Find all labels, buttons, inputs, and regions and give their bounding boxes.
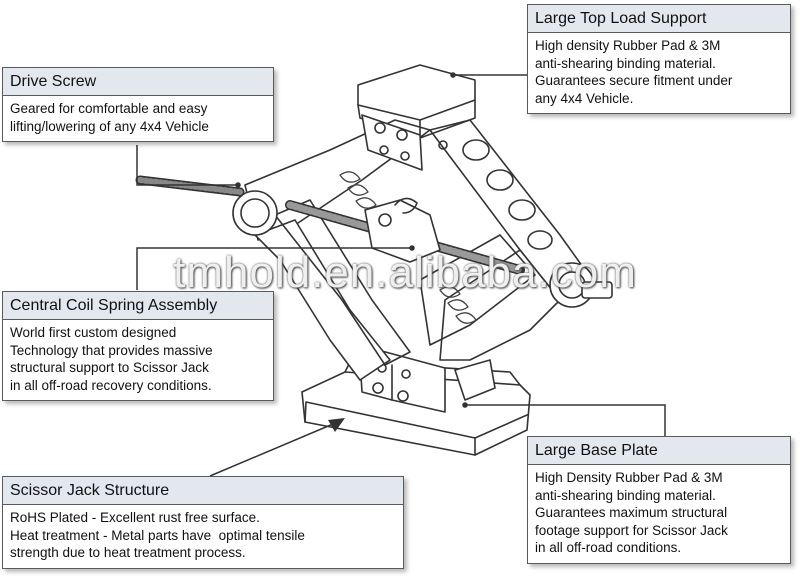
callout-line: RoHS Plated - Excellent rust free surfac…	[10, 510, 260, 525]
callout-drive-screw: Drive Screw Geared for comfortable and e…	[2, 67, 274, 142]
callout-title: Drive Screw	[3, 68, 273, 96]
callout-line: Geared for comfortable and easy	[10, 101, 208, 116]
callout-body: RoHS Plated - Excellent rust free surfac…	[3, 505, 403, 568]
callout-line: anti-shearing binding material.	[535, 55, 716, 71]
callout-line: Technology that provides massive	[10, 342, 213, 358]
coil-spring-drawing	[339, 171, 477, 324]
callout-line: any 4x4 Vehicle.	[535, 90, 634, 106]
callout-line: strength due to heat treatment process.	[10, 545, 246, 560]
callout-body: World first custom designed Technology t…	[3, 320, 273, 400]
callout-body: Geared for comfortable and easy lifting/…	[3, 96, 273, 141]
callout-line: lifting/lowering of any 4x4 Vehicle	[10, 118, 209, 134]
callout-line: Heat treatment - Metal parts have optima…	[10, 527, 305, 543]
callout-line: High density Rubber Pad & 3M	[535, 38, 721, 53]
callout-scissor-jack-structure: Scissor Jack Structure RoHS Plated - Exc…	[2, 476, 404, 569]
callout-line: World first custom designed	[10, 325, 177, 340]
callout-body: High density Rubber Pad & 3M anti-sheari…	[528, 33, 790, 113]
callout-line: in all off-road conditions.	[535, 540, 682, 555]
arrow-head-scissor	[328, 418, 345, 432]
watermark-text: tmhold.en.alibaba.com	[173, 248, 637, 297]
callout-line: structural support to Scissor Jack	[10, 360, 209, 375]
callout-line: Guarantees maximum structural	[535, 505, 728, 520]
callout-title: Large Base Plate	[528, 437, 790, 465]
callout-line: anti-shearing binding material.	[535, 487, 716, 503]
leader-coil-spring	[136, 247, 412, 290]
callout-title: Scissor Jack Structure	[3, 477, 403, 505]
leader-scissor	[209, 423, 334, 477]
leader-base-plate	[465, 404, 666, 436]
callout-title: Large Top Load Support	[528, 5, 790, 33]
callout-line: footage support for Scissor Jack	[535, 522, 728, 538]
callout-top-load-support: Large Top Load Support High density Rubb…	[527, 4, 791, 114]
callout-line: High Density Rubber Pad & 3M	[535, 470, 723, 485]
callout-title: Central Coil Spring Assembly	[3, 292, 273, 320]
callout-large-base-plate: Large Base Plate High Density Rubber Pad…	[527, 436, 791, 564]
callout-line: in all off-road recovery conditions.	[10, 377, 212, 393]
callout-body: High Density Rubber Pad & 3M anti-sheari…	[528, 465, 790, 563]
callout-line: Guarantees secure fitment under	[535, 73, 733, 88]
callout-central-coil-spring: Central Coil Spring Assembly World first…	[2, 291, 274, 401]
leader-drive-screw	[136, 145, 238, 186]
top-load-support-drawing	[357, 64, 476, 171]
